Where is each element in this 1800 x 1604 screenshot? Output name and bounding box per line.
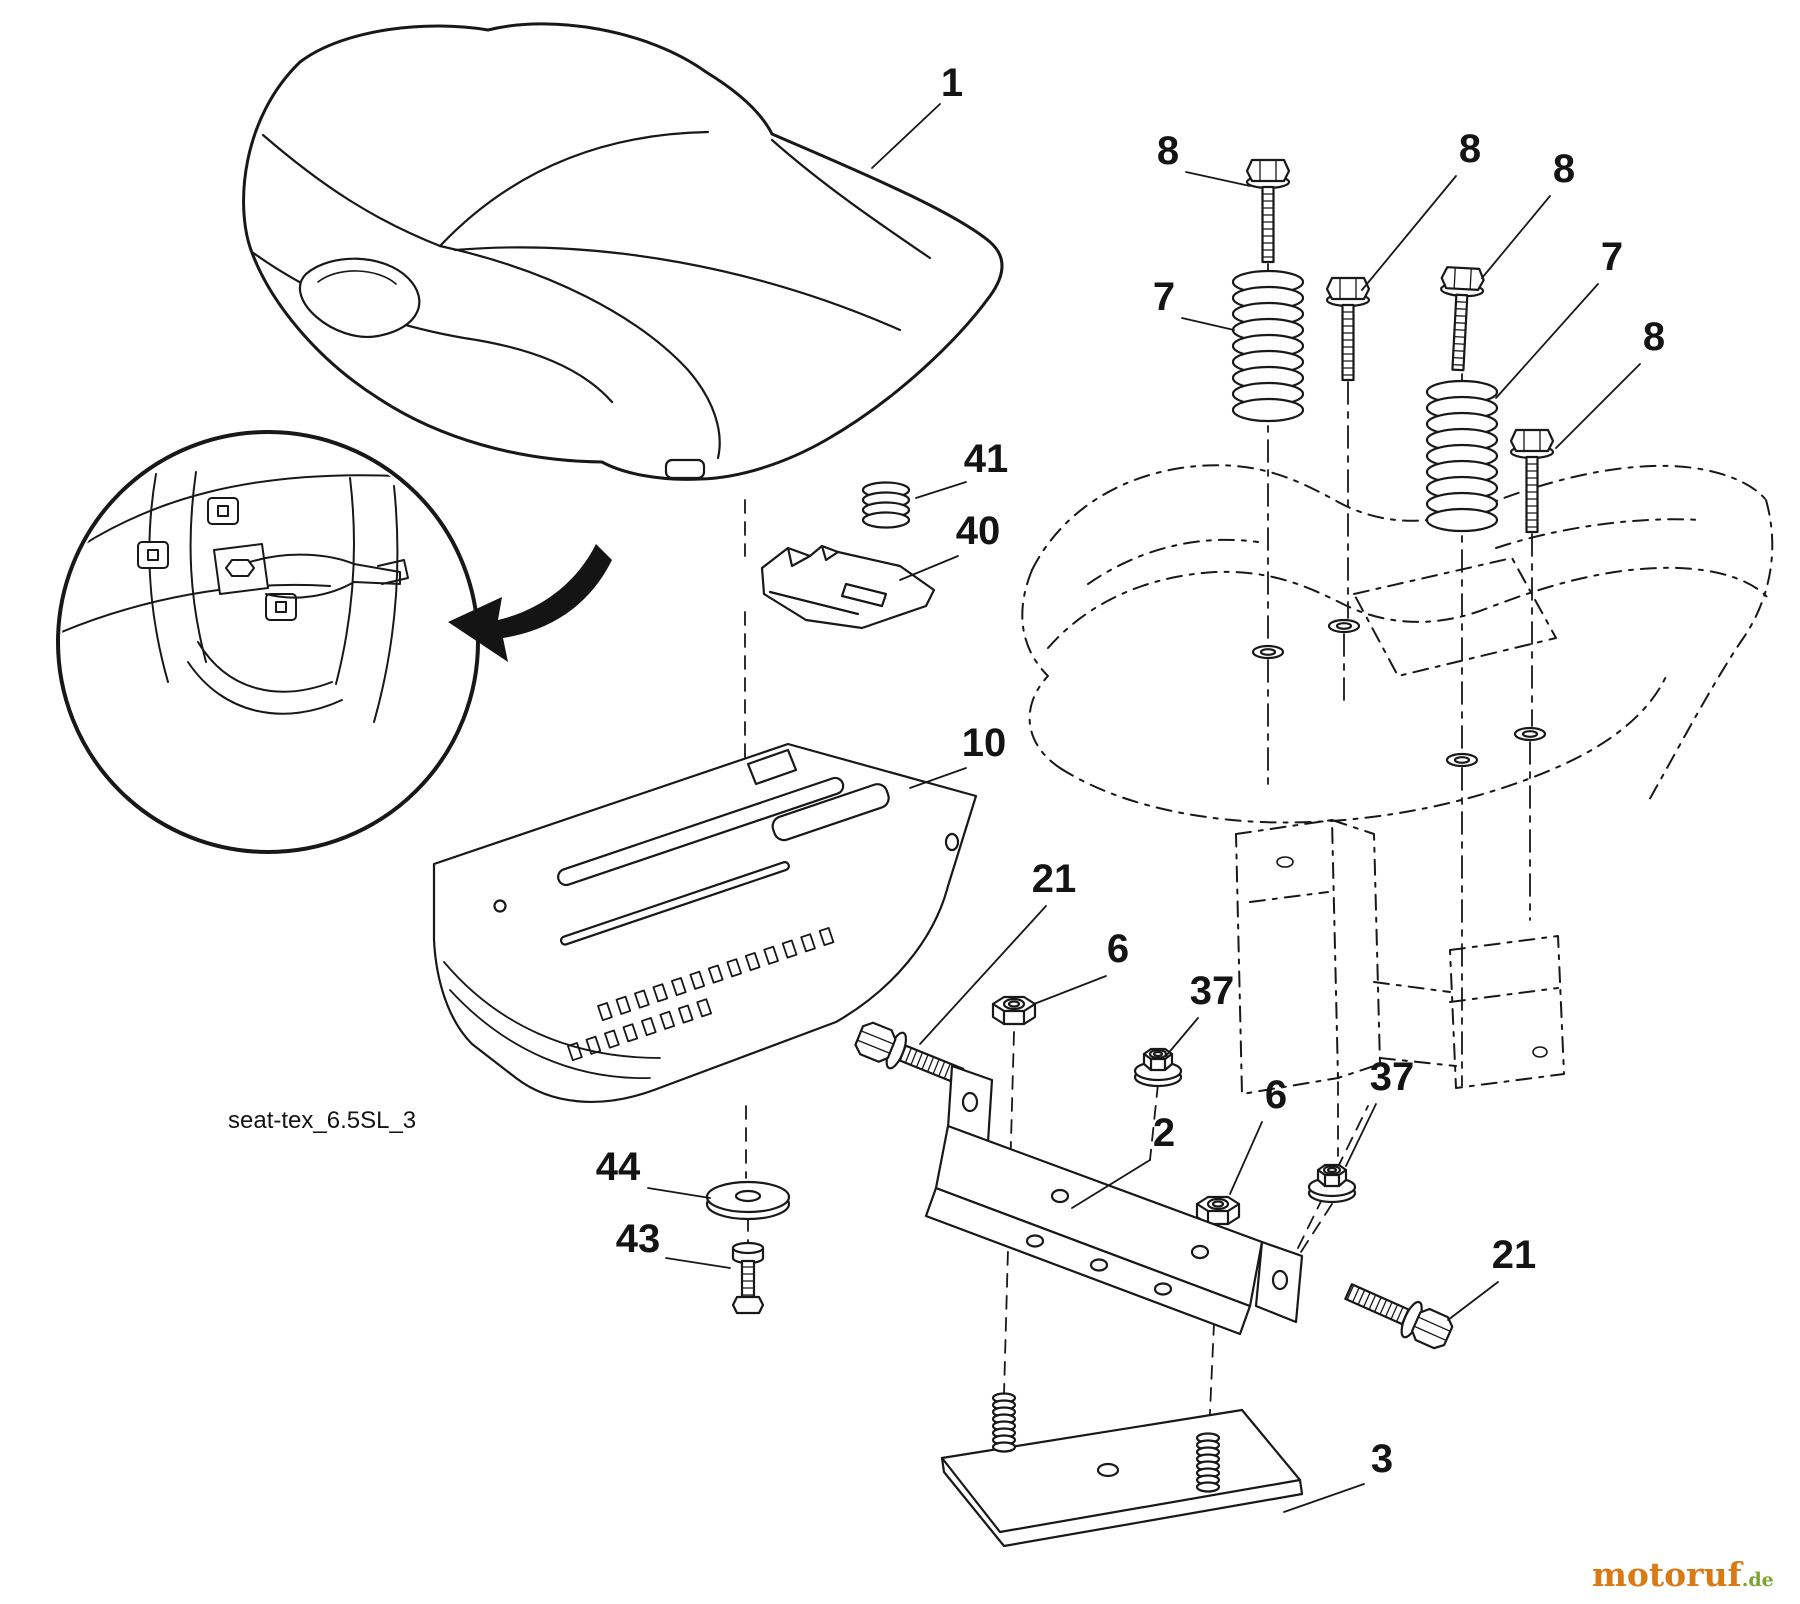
leader-line [1033,975,1107,1005]
leader-line [1447,1281,1499,1321]
callout-seat: 1 [941,61,963,105]
callout-clip-40: 40 [956,509,1001,553]
part-bolt-8-c [1435,265,1486,373]
part-plate-3 [940,1392,1304,1548]
part-spring-41 [861,481,911,529]
callout-bracket-2: 2 [1153,1111,1175,1155]
callout-bolt-21-right: 21 [1492,1233,1537,1277]
leader-line [1071,1159,1151,1209]
leader-line [1283,1483,1365,1513]
seat [242,22,1004,481]
leader-line [919,905,1047,1045]
part-clip-40 [760,544,936,630]
plate-stud-right [1195,1432,1221,1493]
leader-line [1481,195,1551,279]
leader-line [1185,171,1251,187]
leader-line [899,555,959,581]
callout-nut-37-lower: 37 [1370,1055,1415,1099]
seat-outline [242,22,1004,481]
callout-spring-7-front: 7 [1153,275,1175,319]
leader-line [915,481,967,499]
part-nut-6-upper [991,995,1037,1026]
leader-lines [647,103,1641,1513]
plate-stud-left [991,1392,1017,1453]
leader-line [1361,175,1457,291]
leader-line [1165,1017,1199,1057]
callout-spring-7-rear: 7 [1601,235,1623,279]
callout-bolt-8-c: 8 [1553,147,1575,191]
callout-nut-37-upper: 37 [1190,969,1235,1013]
callout-plate-3: 3 [1371,1437,1393,1481]
leader-line [909,767,967,789]
callout-nut-6-upper: 6 [1107,927,1129,971]
leader-line [1345,1103,1377,1167]
callout-nut-6-lower: 6 [1265,1073,1287,1117]
chassis-outline [1021,464,1774,1095]
part-nut-37-upper [1133,1047,1183,1088]
leader-line [647,1187,711,1199]
part-bolt-8-d [1509,428,1555,534]
mount-holes [1251,618,1548,1058]
callout-bolt-8-d: 8 [1643,315,1665,359]
part-bolt-43 [731,1241,765,1315]
leader-line [1495,283,1599,399]
part-seat-pan-10 [432,742,978,1103]
watermark-tld: .de [1742,1569,1774,1591]
watermark-brand: motoruf [1592,1555,1744,1594]
detail-arrow-icon [448,544,612,662]
detail-inset [56,430,612,854]
part-spring-7-front [1231,269,1305,423]
callout-labels: 1 8 7 8 8 7 8 41 40 10 21 6 37 2 6 37 21… [596,61,1665,1481]
leader-line [871,103,941,169]
callout-washer-44: 44 [596,1145,641,1189]
leader-line [1555,363,1641,449]
leader-line [1181,317,1235,331]
leader-line [1229,1121,1263,1195]
callout-seat-pan-10: 10 [962,721,1007,765]
part-bracket-2 [924,1064,1304,1336]
part-spring-7-rear [1425,379,1499,533]
part-washer-44 [705,1180,791,1221]
leader-line [665,1257,731,1269]
diagram-caption: seat-tex_6.5SL_3 [228,1107,416,1134]
seat-pan-outline [432,742,978,1103]
part-bolt-8-a [1245,158,1291,264]
watermark: motoruf.de [1592,1555,1774,1594]
inset-circle [56,430,480,854]
callout-bolt-8-b: 8 [1459,127,1481,171]
part-bolt-21-right [1339,1273,1458,1355]
part-bolt-8-b [1325,276,1371,382]
part-nut-37-lower [1307,1163,1357,1204]
callout-bolt-8-a: 8 [1157,129,1179,173]
callout-bolt-21-left: 21 [1032,857,1077,901]
callout-spring-41: 41 [964,437,1009,481]
callout-bolt-43: 43 [616,1217,661,1261]
